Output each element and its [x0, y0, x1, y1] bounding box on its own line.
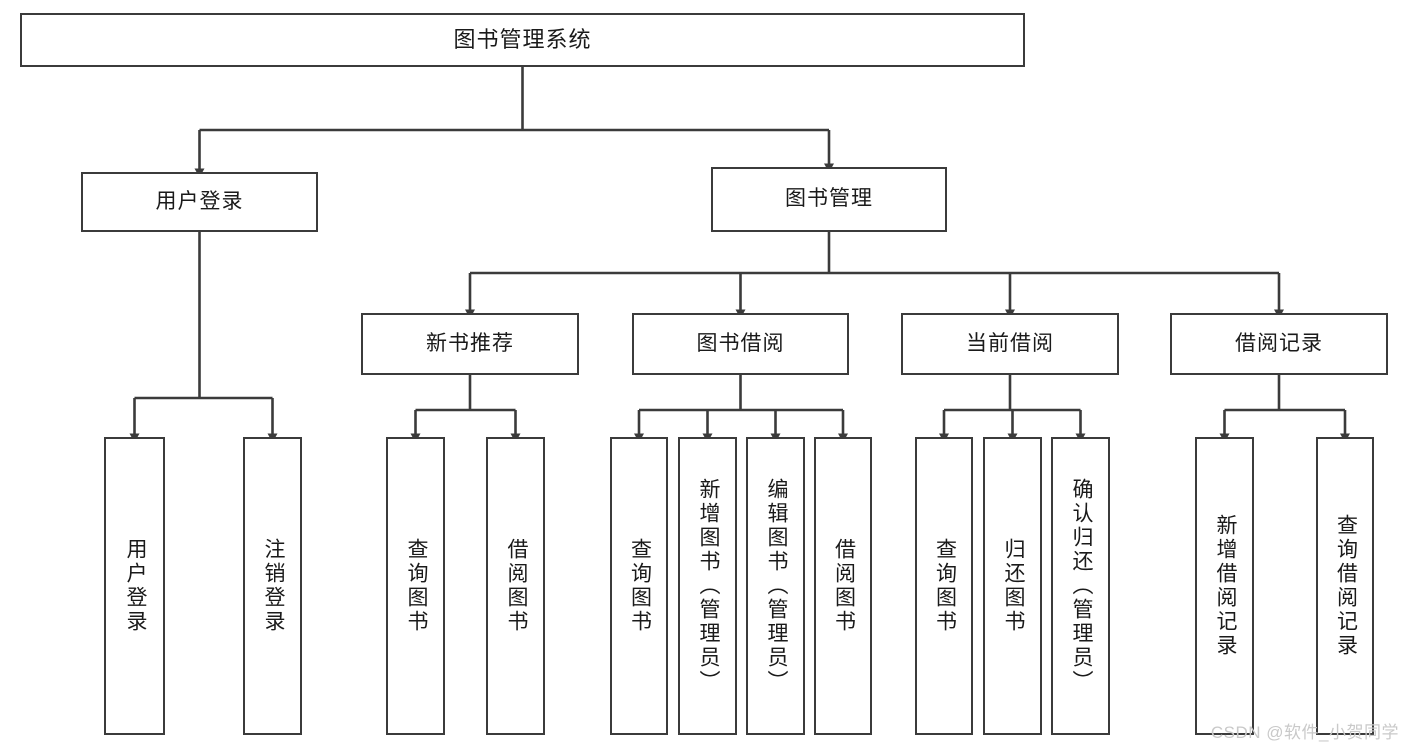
node-label: 用户登录 [123, 538, 147, 634]
node-leaf-query-book-rec[interactable]: 查询图书 [386, 437, 445, 735]
node-leaf-query-book-cur[interactable]: 查询图书 [915, 437, 973, 735]
node-leaf-user-login[interactable]: 用户登录 [104, 437, 165, 735]
node-label: 当前借阅 [966, 331, 1054, 355]
node-leaf-user-logout[interactable]: 注销登录 [243, 437, 302, 735]
node-leaf-add-book[interactable]: 新增图书（管理员） [678, 437, 737, 735]
csdn-watermark: CSDN @软件_小贺同学 [1210, 723, 1399, 742]
node-leaf-edit-book[interactable]: 编辑图书（管理员） [746, 437, 805, 735]
node-book-borrow[interactable]: 图书借阅 [632, 313, 849, 375]
node-leaf-add-borrow-rec[interactable]: 新增借阅记录 [1195, 437, 1254, 735]
node-leaf-query-borrow-rec[interactable]: 查询借阅记录 [1316, 437, 1374, 735]
node-leaf-return-book[interactable]: 归还图书 [983, 437, 1042, 735]
node-label: 查询图书 [404, 538, 428, 634]
node-leaf-confirm-return[interactable]: 确认归还（管理员） [1051, 437, 1110, 735]
node-label: 查询借阅记录 [1334, 514, 1358, 658]
node-root[interactable]: 图书管理系统 [20, 13, 1025, 67]
node-label: 图书借阅 [696, 331, 785, 355]
node-label: 确认归还（管理员） [1069, 478, 1093, 694]
node-label: 编辑图书（管理员） [764, 478, 788, 694]
node-label: 新增图书（管理员） [696, 478, 720, 694]
node-label: 借阅记录 [1235, 331, 1323, 355]
node-current-borrow[interactable]: 当前借阅 [901, 313, 1119, 375]
node-label: 用户登录 [155, 189, 244, 213]
node-new-book-recommend[interactable]: 新书推荐 [361, 313, 579, 375]
node-label: 查询图书 [933, 538, 957, 634]
node-leaf-query-book-bor[interactable]: 查询图书 [610, 437, 668, 735]
node-book-manage[interactable]: 图书管理 [711, 167, 947, 232]
node-leaf-borrow-book-rec[interactable]: 借阅图书 [486, 437, 545, 735]
node-label: 借阅图书 [832, 538, 856, 634]
node-label: 新增借阅记录 [1213, 514, 1237, 658]
node-leaf-borrow-book-bor[interactable]: 借阅图书 [814, 437, 872, 735]
node-label: 注销登录 [261, 538, 285, 634]
node-borrow-record[interactable]: 借阅记录 [1170, 313, 1388, 375]
node-user-login[interactable]: 用户登录 [81, 172, 318, 232]
node-label: 借阅图书 [504, 538, 528, 634]
node-label: 新书推荐 [426, 331, 514, 355]
node-label: 图书管理 [785, 187, 873, 211]
node-label: 归还图书 [1001, 538, 1025, 634]
node-label: 查询图书 [628, 538, 652, 634]
node-label: 图书管理系统 [453, 27, 592, 53]
